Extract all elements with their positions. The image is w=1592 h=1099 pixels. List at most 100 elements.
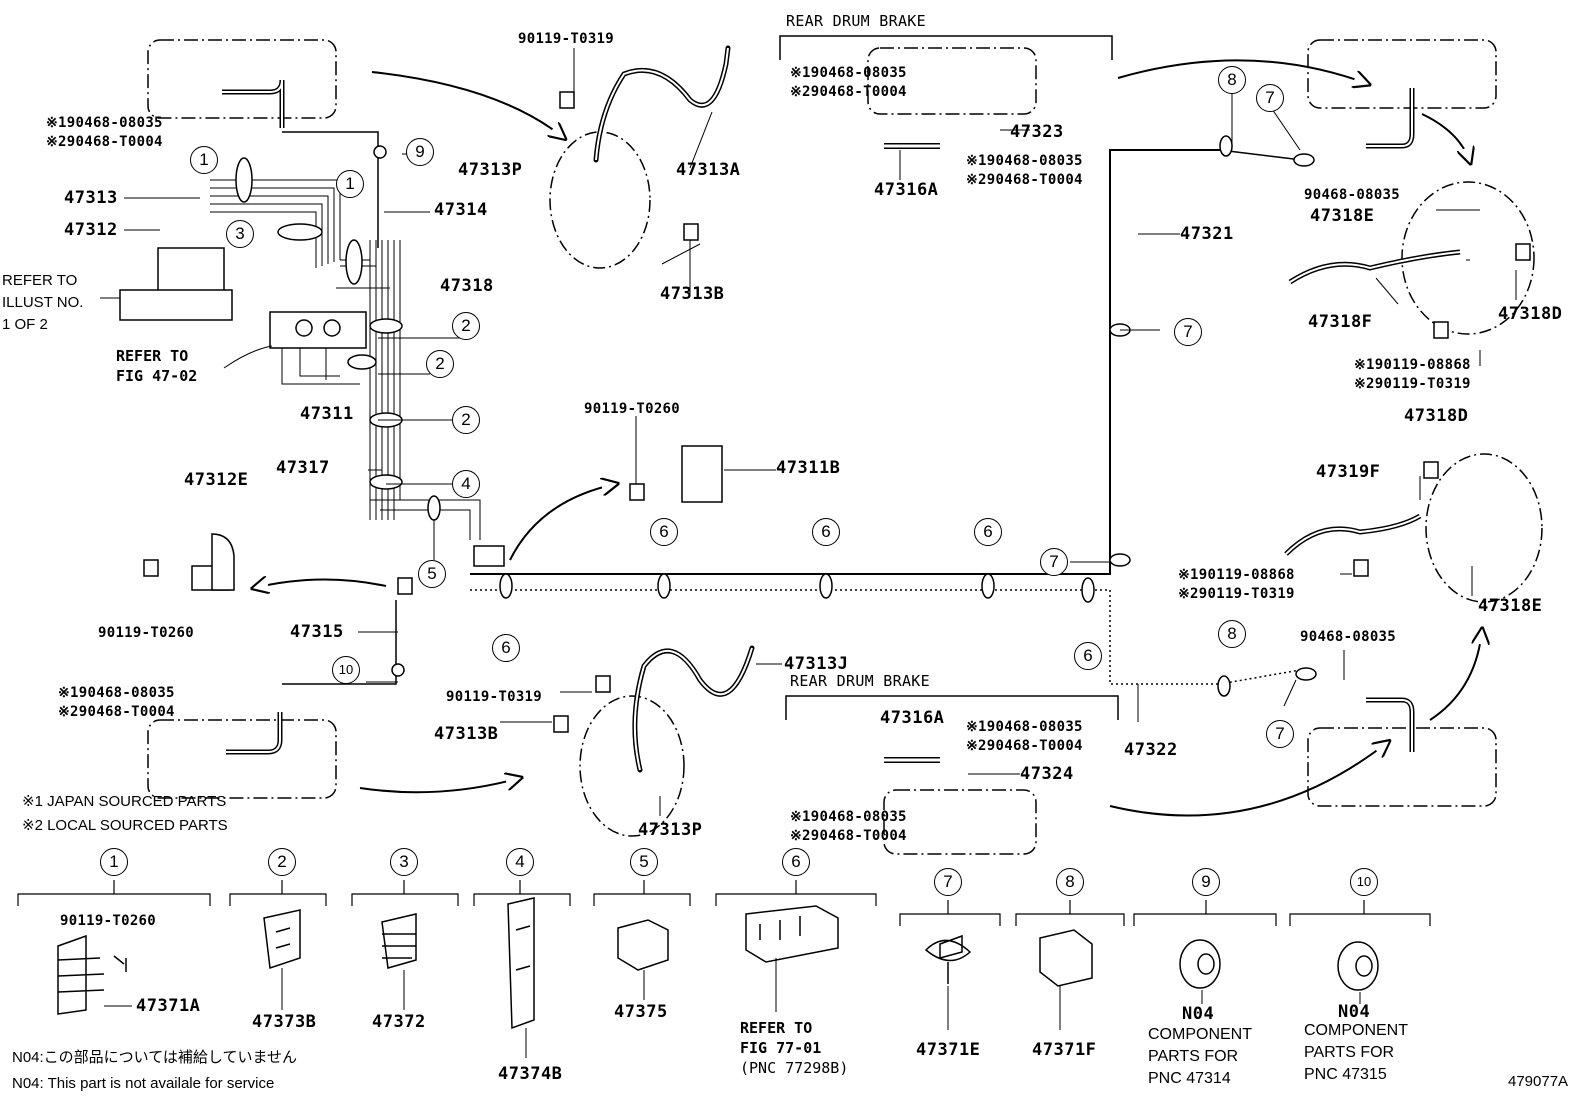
tube-47314 — [282, 131, 379, 248]
legend-callout-5: 5 — [630, 848, 658, 876]
part-47313P-bottom[interactable]: 47313P — [638, 820, 703, 840]
legend-callout-9: 9 — [1192, 868, 1220, 896]
hose-outline-mr — [1425, 453, 1543, 603]
legend-part-47374B[interactable]: 47374B — [498, 1064, 563, 1084]
callout-2-c[interactable]: 2 — [452, 406, 480, 434]
clip-47375-shape — [617, 919, 669, 971]
callout-2-a[interactable]: 2 — [452, 312, 480, 340]
part-47312[interactable]: 47312 — [64, 220, 118, 240]
arrow-bl-to-caliper — [359, 778, 520, 794]
callout-1-b[interactable]: 1 — [336, 170, 364, 198]
arrow-to-47311B — [509, 484, 616, 561]
tube-stub-tr-inner — [1366, 88, 1413, 147]
legend-callout-4: 4 — [506, 848, 534, 876]
fastener-90119-T0260-mid[interactable]: 90119-T0260 — [584, 401, 681, 417]
fastener-pair-rear-bot-side: ※190468-08035 ※290468-T0004 — [966, 719, 1083, 754]
legend-callout-8: 8 — [1056, 868, 1084, 896]
part-47314[interactable]: 47314 — [434, 200, 488, 220]
callout-7-c[interactable]: 7 — [1256, 84, 1284, 112]
callout-2-b[interactable]: 2 — [426, 350, 454, 378]
part-47313P-top[interactable]: 47313P — [458, 160, 523, 180]
fastener-90468-08035-tr[interactable]: 90468-08035 — [1304, 187, 1401, 203]
part-47311B[interactable]: 47311B — [776, 458, 841, 478]
part-47322[interactable]: 47322 — [1124, 740, 1178, 760]
abs-bracket — [119, 289, 233, 321]
arrow-tr-2 — [1421, 113, 1470, 162]
fastener-90119-T0260-left[interactable]: 90119-T0260 — [98, 625, 195, 641]
legend-part-47371F[interactable]: 47371F — [1032, 1040, 1097, 1060]
callout-8-b[interactable]: 8 — [1218, 620, 1246, 648]
arrow-br-up — [1429, 630, 1482, 721]
callout-6-e[interactable]: 6 — [1074, 642, 1102, 670]
legend-part-47372[interactable]: 47372 — [372, 1012, 426, 1032]
clip-47371A-shape — [57, 934, 105, 1015]
callout-6-a[interactable]: 6 — [492, 634, 520, 662]
callout-6-c[interactable]: 6 — [812, 518, 840, 546]
part-47318D-top[interactable]: 47318D — [1498, 304, 1563, 324]
callout-10[interactable]: 10 — [332, 656, 360, 684]
callout-7-d[interactable]: 7 — [1266, 720, 1294, 748]
callout-3[interactable]: 3 — [226, 220, 254, 248]
joint-47315 — [397, 577, 413, 595]
clip-47374B-shape — [507, 897, 535, 1030]
leader-lines — [100, 48, 1517, 816]
legend-part-47375[interactable]: 47375 — [614, 1002, 668, 1022]
callout-6-b[interactable]: 6 — [650, 518, 678, 546]
legend-fastener-90119-T0260[interactable]: 90119-T0260 — [60, 913, 157, 929]
part-47313A[interactable]: 47313A — [676, 160, 741, 180]
clip-markers — [235, 135, 1317, 697]
callout-9[interactable]: 9 — [406, 138, 434, 166]
fastener-90468-08035-br[interactable]: 90468-08035 — [1300, 629, 1397, 645]
callout-4[interactable]: 4 — [452, 470, 480, 498]
n04-note-japanese: N04:この部品については補給していません — [12, 1049, 298, 1066]
callout-8-a[interactable]: 8 — [1218, 66, 1246, 94]
part-47313B-top[interactable]: 47313B — [660, 284, 725, 304]
clip-47371F-shape — [1039, 929, 1093, 987]
callout-6-d[interactable]: 6 — [974, 518, 1002, 546]
callout-5[interactable]: 5 — [418, 560, 446, 588]
part-47313J[interactable]: 47313J — [784, 654, 849, 674]
part-47315[interactable]: 47315 — [290, 622, 344, 642]
part-47321[interactable]: 47321 — [1180, 224, 1234, 244]
part-47318[interactable]: 47318 — [440, 276, 494, 296]
part-47319F[interactable]: 47319F — [1316, 462, 1381, 482]
callout-7-b[interactable]: 7 — [1174, 318, 1202, 346]
legend-part-47371A[interactable]: 47371A — [136, 996, 201, 1016]
legend-part-47371E[interactable]: 47371E — [916, 1040, 981, 1060]
part-47318F[interactable]: 47318F — [1308, 312, 1373, 332]
detail-box-rear-drum-top — [867, 47, 1037, 115]
tube-stub-tr — [1366, 88, 1415, 149]
part-47311[interactable]: 47311 — [300, 404, 354, 424]
arrow-br-2 — [1109, 742, 1388, 817]
callout-7-a[interactable]: 7 — [1040, 548, 1068, 576]
tube-stub-tl-inner — [222, 79, 283, 128]
fastener-pair-rear-top-box: ※190468-08035 ※290468-T0004 — [790, 65, 907, 100]
part-47313B-bottom[interactable]: 47313B — [434, 724, 499, 744]
refer-fig-47-02[interactable]: REFER TO FIG 47-02 — [116, 347, 198, 385]
callout-1-a[interactable]: 1 — [190, 146, 218, 174]
part-47323[interactable]: 47323 — [1010, 122, 1064, 142]
legend-callout-7: 7 — [934, 868, 962, 896]
part-47318E-bottom[interactable]: 47318E — [1478, 596, 1543, 616]
refer-illust[interactable]: REFER TO ILLUST NO. 1 OF 2 — [2, 272, 84, 333]
hose-47319F-inner — [1285, 515, 1421, 555]
legend-callout-6: 6 — [782, 848, 810, 876]
legend-refer-fig-77-01[interactable]: REFER TO FIG 77-01 (PNC 77298B) — [740, 1019, 849, 1077]
rear-drum-bracket-bottom — [785, 695, 1119, 720]
tube-stub-tl — [222, 79, 285, 128]
fastener-90119-T0319-bot[interactable]: 90119-T0319 — [446, 689, 543, 705]
fastener-90119-T0319-top[interactable]: 90119-T0319 — [518, 31, 615, 47]
legend-leaders — [104, 958, 1361, 1058]
part-47318E-top[interactable]: 47318E — [1310, 206, 1375, 226]
legend-callout-1: 1 — [100, 848, 128, 876]
part-47317[interactable]: 47317 — [276, 458, 330, 478]
part-47312E[interactable]: 47312E — [184, 470, 249, 490]
part-47316A-top[interactable]: 47316A — [874, 180, 939, 200]
part-47313[interactable]: 47313 — [64, 188, 118, 208]
legend-part-47373B[interactable]: 47373B — [252, 1012, 317, 1032]
part-47324[interactable]: 47324 — [1020, 764, 1074, 784]
grommet-10-inner — [1355, 955, 1373, 977]
part-47318D-bottom[interactable]: 47318D — [1404, 406, 1469, 426]
part-47316A-bottom[interactable]: 47316A — [880, 708, 945, 728]
